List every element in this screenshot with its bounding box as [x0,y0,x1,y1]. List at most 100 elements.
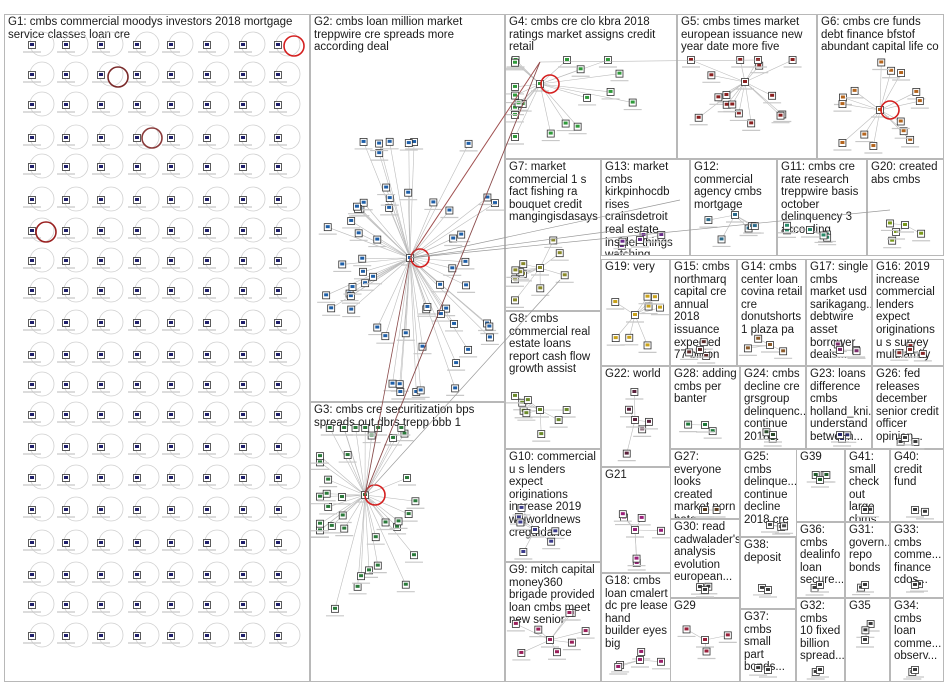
g20-node-fill [890,238,895,242]
g3-edge [360,494,366,577]
g1-node-fill [169,634,173,637]
g4-node-fill [608,89,613,93]
g2-node-fill [485,195,490,199]
g27-node-fill [714,508,719,511]
g3-node-fill [403,582,408,586]
g9-edge [521,639,551,654]
g1-node-fill [241,445,245,448]
g1-self-loop [35,221,57,243]
g4-edge [539,83,611,93]
g2-edge [409,257,457,364]
g26-node-fill [913,440,918,443]
g40-node-fill [922,509,927,513]
g1-node-fill [205,229,209,232]
g1-node-fill [276,103,280,106]
cross-edge [409,61,541,259]
g4-node-fill [565,58,570,61]
g6-node-fill [908,137,913,141]
g1-node-fill [205,383,209,386]
g2-node-fill [356,231,361,235]
g3-node-fill [326,477,331,481]
g3-edge [328,479,366,496]
g10-hub-node-fill [533,528,537,531]
g3-node-fill [318,460,322,464]
g23-node-fill [845,433,850,437]
g2-node-fill [375,325,380,329]
g2-node-fill [387,205,392,209]
g1-node-fill [30,321,34,324]
g2-node-fill [387,139,392,143]
g1-node-fill [30,73,34,76]
g3-edge [319,494,366,524]
g1-node-fill [205,198,209,201]
g4-node-fill [520,102,525,106]
g13-hub-node-fill [638,238,642,241]
g6-edge [842,97,881,111]
g1-node-fill [64,383,68,386]
g36-hub-node-fill [818,583,822,586]
group-label-g15: G15: cmbs northmarq capital cre annual 2… [674,261,730,362]
g1-node-fill [169,413,173,416]
g1-node-fill [99,321,103,324]
g5-node-fill [696,115,701,119]
g29-hub-node-fill [703,638,707,641]
g37-hub-node-fill [766,668,770,671]
g28-node-fill [710,429,715,433]
group-label-g17: G17: single cmbs market usd sarikagang..… [810,261,872,362]
g1-node-fill [169,508,173,511]
g2-node-fill [403,331,408,335]
g3-node-fill [318,494,322,498]
group-panel-g25: G25: cmbs delinque... continue decline 2… [740,449,799,537]
g30-node-fill [698,585,703,589]
group-label-g6: G6: cmbs cre funds debt finance bfstof a… [821,16,939,54]
g4-node-fill [630,100,635,104]
g1-node-fill [64,445,68,448]
g1-node-fill [276,43,280,46]
g3-edge [364,494,407,585]
g1-node-fill [99,383,103,386]
group-label-g33: G33: cmbs comme... finance cdos... [894,524,942,587]
g3-edge [364,477,408,496]
g2-edge [409,257,441,286]
g19-node-fill [645,343,650,347]
g3-edge [364,494,370,571]
g5-node-fill [757,63,762,67]
g6-node-fill [879,60,884,64]
g18-node-fill [616,664,621,668]
g13-node-fill [620,239,625,243]
g6-node-fill [871,144,876,148]
g2-edge [331,257,411,309]
g7-node-fill [551,238,556,242]
g22-edge [626,419,636,454]
g1-node-fill [169,229,173,232]
g5-edge [744,81,752,124]
g2-node-fill [354,204,359,208]
g1-node-fill [30,383,34,386]
group-label-g9: G9: mitch capital money360 brigade provi… [509,564,595,627]
g2-edge [409,197,488,259]
g14-node-fill [756,336,761,340]
g2-node-fill [438,312,443,316]
g1-node-fill [135,476,139,479]
g1-node-fill [169,383,173,386]
g31-hub-node-fill [863,583,867,586]
g3-edge [364,437,394,496]
g24-node-fill [764,430,769,434]
g2-node-fill [431,200,436,204]
g1-node-fill [276,353,280,356]
g2-node-fill [487,335,492,339]
g12-edge [721,214,736,240]
group-label-g34: G34: cmbs loan comme... observ... [894,600,942,663]
g3-node-fill [326,504,331,508]
group-label-g31: G31: govern... repo bonds [849,524,890,574]
g1-node-fill [64,103,68,106]
g21-node-fill [659,528,663,532]
g1-node-fill [205,573,209,576]
g5-node-fill [770,93,775,97]
g1-node-fill [30,229,34,232]
g6-hub-self-loop [880,100,900,120]
g1-node-fill [30,259,34,262]
g7-hub-node-fill [538,266,542,269]
g16-node-fill [897,351,902,355]
g8-edge [539,409,542,435]
